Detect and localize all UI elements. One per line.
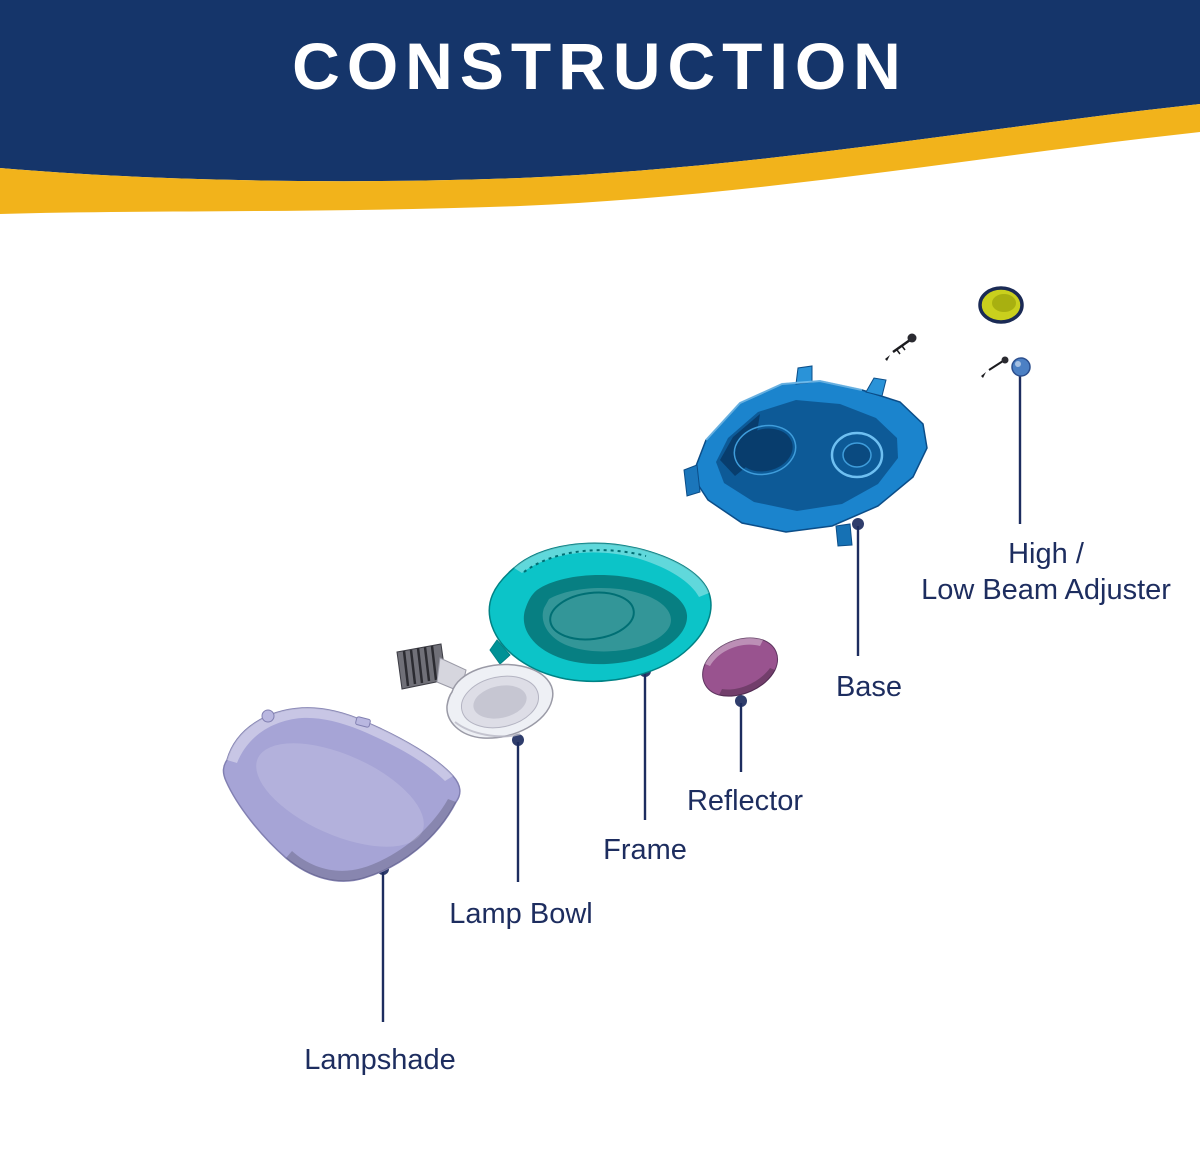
screw-right-shaft bbox=[988, 360, 1004, 371]
base-left-tab bbox=[683, 464, 701, 497]
adjuster-label: High / Low Beam Adjuster bbox=[921, 536, 1171, 608]
base-rim-highlight bbox=[705, 379, 863, 441]
lampshade-leader bbox=[377, 863, 389, 1022]
screw-left-shaft bbox=[892, 338, 911, 354]
base-bottom-tab bbox=[835, 523, 853, 547]
frame-label: Frame bbox=[603, 834, 687, 866]
lampshade-part bbox=[222, 707, 461, 882]
lamp-bowl-heatsink-fins bbox=[402, 645, 438, 687]
lampshade-bottom-shade bbox=[286, 799, 456, 882]
screw-right-head bbox=[1001, 356, 1009, 364]
base-lamp-socket bbox=[737, 428, 793, 472]
header-banner: CONSTRUCTION bbox=[0, 0, 1200, 240]
frame-opening bbox=[523, 575, 688, 665]
screw-left-tip bbox=[885, 355, 890, 361]
reflector-label: Reflector bbox=[686, 785, 804, 817]
adjuster-screw-left bbox=[885, 333, 917, 361]
adjuster-label-line2: Low Beam Adjuster bbox=[921, 574, 1171, 606]
base-part bbox=[683, 365, 928, 547]
lamp-bowl-label: Lamp Bowl bbox=[449, 898, 593, 930]
frame-floor bbox=[542, 587, 671, 652]
reflector-body bbox=[702, 637, 778, 697]
frame-leader bbox=[639, 665, 651, 820]
header-banner-shapes bbox=[0, 0, 1200, 214]
adjuster-screw-right bbox=[981, 356, 1009, 378]
base-lamp-socket-rim bbox=[733, 424, 797, 476]
reflector-leader-dot bbox=[735, 695, 747, 707]
lamp-bowl-under-shadow bbox=[454, 721, 521, 738]
adjuster-ball-highlight bbox=[1015, 361, 1021, 367]
page-title: CONSTRUCTION bbox=[292, 29, 908, 103]
lamp-bowl-leader bbox=[512, 734, 524, 882]
adjuster-leader bbox=[1014, 363, 1026, 524]
reflector-highlight bbox=[705, 637, 763, 666]
frame-serration bbox=[523, 549, 647, 573]
adjuster-label-line1: High / bbox=[1008, 538, 1084, 570]
lampshade-tab-right bbox=[355, 716, 371, 728]
lamp-bowl-leader-dot bbox=[512, 734, 524, 746]
lamp-bowl-part bbox=[396, 643, 554, 739]
lamp-bowl-opening-inner bbox=[473, 685, 527, 719]
adjuster-part bbox=[885, 286, 1031, 378]
screw-left-head bbox=[907, 333, 917, 343]
reflector-part bbox=[702, 637, 778, 697]
header-gold-band bbox=[0, 104, 1200, 214]
frame-inner-ring bbox=[549, 591, 635, 641]
base-label: Base bbox=[835, 671, 903, 703]
reflector-shade bbox=[719, 668, 775, 697]
base-leader-dot bbox=[852, 518, 864, 530]
lampshade-top-rim bbox=[227, 707, 453, 781]
header-navy-band bbox=[0, 0, 1200, 182]
base-leader bbox=[852, 518, 864, 656]
lampshade-sheen bbox=[256, 743, 424, 847]
adjuster-ball bbox=[1011, 357, 1031, 377]
lampshade-label: Lampshade bbox=[304, 1044, 456, 1076]
lampshade-body bbox=[222, 707, 461, 882]
base-cavity bbox=[716, 400, 898, 511]
frame-part bbox=[488, 542, 712, 682]
screw-left-threads bbox=[896, 345, 906, 355]
frame-body bbox=[488, 542, 712, 682]
screw-right-tip bbox=[981, 372, 986, 378]
base-ring-inner bbox=[842, 442, 872, 468]
reflector-leader bbox=[735, 695, 747, 772]
frame-top-rim bbox=[514, 543, 709, 597]
lampshade-tab-left bbox=[261, 709, 275, 723]
adjuster-cap-inner bbox=[992, 294, 1016, 312]
base-top-tab-right bbox=[865, 377, 887, 397]
